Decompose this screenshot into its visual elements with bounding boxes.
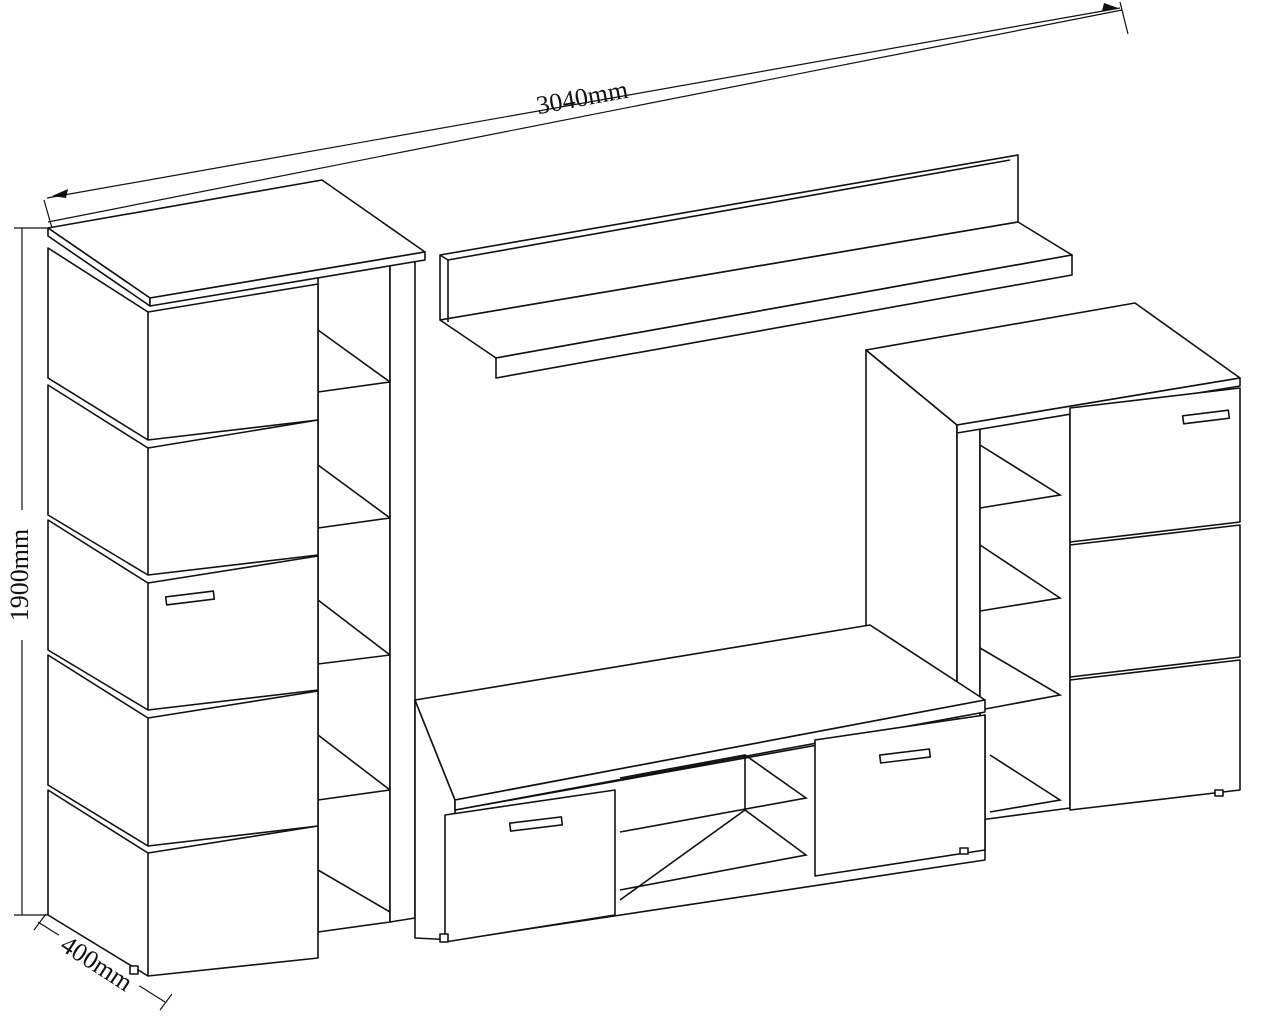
- right-tower: [865, 302, 1241, 821]
- left-tower: [47, 179, 426, 977]
- height-dimension: 1900mm: [5, 227, 48, 916]
- right-tower-shelves: [979, 444, 1063, 813]
- left-tower-side-panel: [389, 257, 416, 923]
- tv-unit-drawers: [439, 714, 986, 943]
- tv-unit: [414, 624, 986, 943]
- height-label: 1900mm: [5, 529, 34, 621]
- handle: [164, 590, 216, 606]
- right-tower-drawers: [1069, 387, 1241, 811]
- wall-shelf: [439, 154, 1073, 379]
- left-tower-drawers: [47, 247, 319, 977]
- handle: [1181, 409, 1231, 425]
- handle: [878, 748, 932, 764]
- handle: [508, 816, 564, 832]
